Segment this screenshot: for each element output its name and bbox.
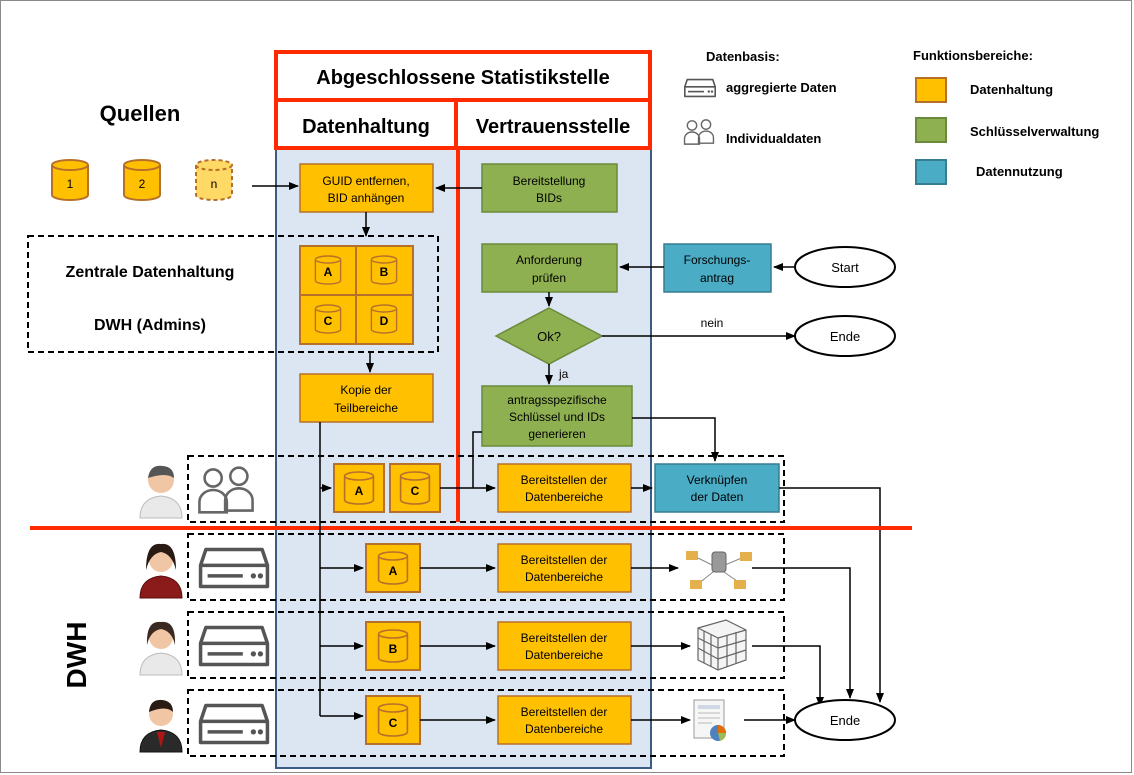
legend-swatch-datenhaltung — [915, 77, 947, 103]
server-icon — [684, 78, 716, 98]
verknuepfen-line1: Verknüpfen — [687, 473, 748, 487]
bereitstellen-1-line1: Bereitstellen der — [521, 473, 608, 487]
arrow-row-a-ende — [752, 567, 854, 699]
arrow-verknuepfen-ende — [779, 487, 884, 703]
db-b-label: B — [380, 265, 389, 279]
legend-funktion-title: Funktionsbereiche: — [913, 48, 1033, 63]
kopie-line2: Teilbereiche — [334, 401, 398, 415]
guid-line2: BID anhängen — [328, 191, 405, 205]
anforderung-line2: prüfen — [532, 271, 566, 285]
bereitstellen-box-b — [497, 621, 632, 671]
bereitstellen-1-line2: Datenbereiche — [525, 490, 603, 504]
individual-db-a-label: A — [355, 484, 364, 498]
kopie-line1: Kopie der — [340, 383, 391, 397]
legend-swatch-schluessel — [915, 117, 947, 143]
bereitstellen-b-line2: Datenbereiche — [525, 648, 603, 662]
ok-label: Ok? — [537, 329, 561, 344]
ende-label-top: Ende — [830, 329, 860, 344]
bereitstellen-box-c — [497, 695, 632, 745]
dwh-label: DWH — [61, 622, 92, 689]
network-icon — [686, 551, 752, 589]
sources-title: Quellen — [100, 101, 181, 126]
zentrale-dashed-box — [27, 235, 439, 353]
col-vertrauensstelle: Vertrauensstelle — [476, 116, 631, 138]
forschungsantrag-line2: antrag — [700, 271, 734, 285]
guid-line1: GUID entfernen, — [322, 174, 409, 188]
schluessel-box — [481, 385, 633, 447]
line-schluessel-left — [472, 431, 482, 488]
bereitstellen-b-line1: Bereitstellen der — [521, 631, 608, 645]
source-db-2-label: 2 — [139, 177, 146, 191]
anforderung-line1: Anforderung — [516, 253, 582, 267]
ja-label: ja — [558, 367, 569, 381]
report-icon — [693, 699, 727, 741]
legend-swatch-nutzung — [915, 159, 947, 185]
source-db-n-label: n — [211, 177, 218, 191]
source-db-n-icon — [195, 159, 233, 201]
dwh-db-c-label: C — [389, 716, 398, 730]
schluessel-line2: Schlüssel und IDs — [509, 410, 605, 424]
ende-node-bottom — [794, 699, 896, 741]
kopie-box — [299, 373, 434, 423]
db-d-label: D — [380, 314, 389, 328]
dwh-row-b-box — [187, 611, 785, 679]
zentrale-line2: DWH (Admins) — [94, 317, 206, 334]
legend-item-nutzung: Datennutzung — [976, 164, 1063, 179]
verknuepfen-line2: der Daten — [691, 490, 744, 504]
person-icon-2 — [139, 543, 183, 599]
bereitstellen-a-line2: Datenbereiche — [525, 570, 603, 584]
legend-aggregiert: aggregierte Daten — [726, 80, 837, 95]
individual-db-c-label: C — [411, 484, 420, 498]
dwh-db-a-label: A — [389, 564, 398, 578]
individual-persons-icon — [198, 466, 254, 514]
col-datenhaltung: Datenhaltung — [302, 116, 430, 138]
db-a-label: A — [324, 265, 333, 279]
dwh-row-a-box — [187, 533, 785, 601]
arrow-schluessel-verknuepfen — [632, 417, 719, 462]
nein-label: nein — [701, 316, 724, 330]
individual-row-box — [187, 455, 785, 523]
bids-line2: BIDs — [536, 191, 562, 205]
person-icon-4 — [139, 699, 183, 753]
legend-datenbasis-title: Datenbasis: — [706, 49, 780, 64]
db-c-label: C — [324, 314, 333, 328]
person-icon-1 — [139, 465, 183, 519]
legend-item-datenhaltung: Datenhaltung — [970, 82, 1053, 97]
zentrale-line1: Zentrale Datenhaltung — [66, 264, 235, 281]
dwh-db-b-label: B — [389, 642, 398, 656]
anforderung-box — [481, 243, 618, 293]
start-label: Start — [831, 260, 859, 275]
olap-cube-icon — [697, 619, 747, 671]
arrow-row-b-ende — [752, 645, 824, 707]
bereitstellen-box-1 — [497, 463, 632, 513]
bids-box — [481, 163, 618, 213]
ende-node-top — [794, 315, 896, 357]
col-vertrauensstelle-box — [454, 98, 652, 150]
bereitstellen-box-a — [497, 543, 632, 593]
schluessel-line3: generieren — [528, 427, 585, 441]
header-title: Abgeschlossene Statistikstelle — [316, 67, 609, 89]
forschungsantrag-box — [663, 243, 772, 293]
legend-item-schluessel: Schlüsselverwaltung — [970, 124, 1099, 139]
persons-icon — [683, 119, 715, 145]
guid-box — [299, 163, 434, 213]
bereitstellen-a-line1: Bereitstellen der — [521, 553, 608, 567]
bids-line1: Bereitstellung — [513, 174, 586, 188]
schluessel-line1: antragsspezifische — [507, 393, 607, 407]
server-icon-row-c — [198, 703, 270, 745]
verknuepfen-box — [654, 463, 780, 513]
person-icon-3 — [139, 621, 183, 676]
server-icon-row-a — [198, 547, 270, 589]
server-icon-row-b — [198, 625, 270, 667]
ende-label-bottom: Ende — [830, 713, 860, 728]
legend-individual: Individualdaten — [726, 131, 821, 146]
bereitstellen-c-line2: Datenbereiche — [525, 722, 603, 736]
source-db-1-label: 1 — [67, 177, 74, 191]
dwh-row-c-box — [187, 689, 785, 757]
bereitstellen-c-line1: Bereitstellen der — [521, 705, 608, 719]
forschungsantrag-line1: Forschungs- — [684, 253, 751, 267]
